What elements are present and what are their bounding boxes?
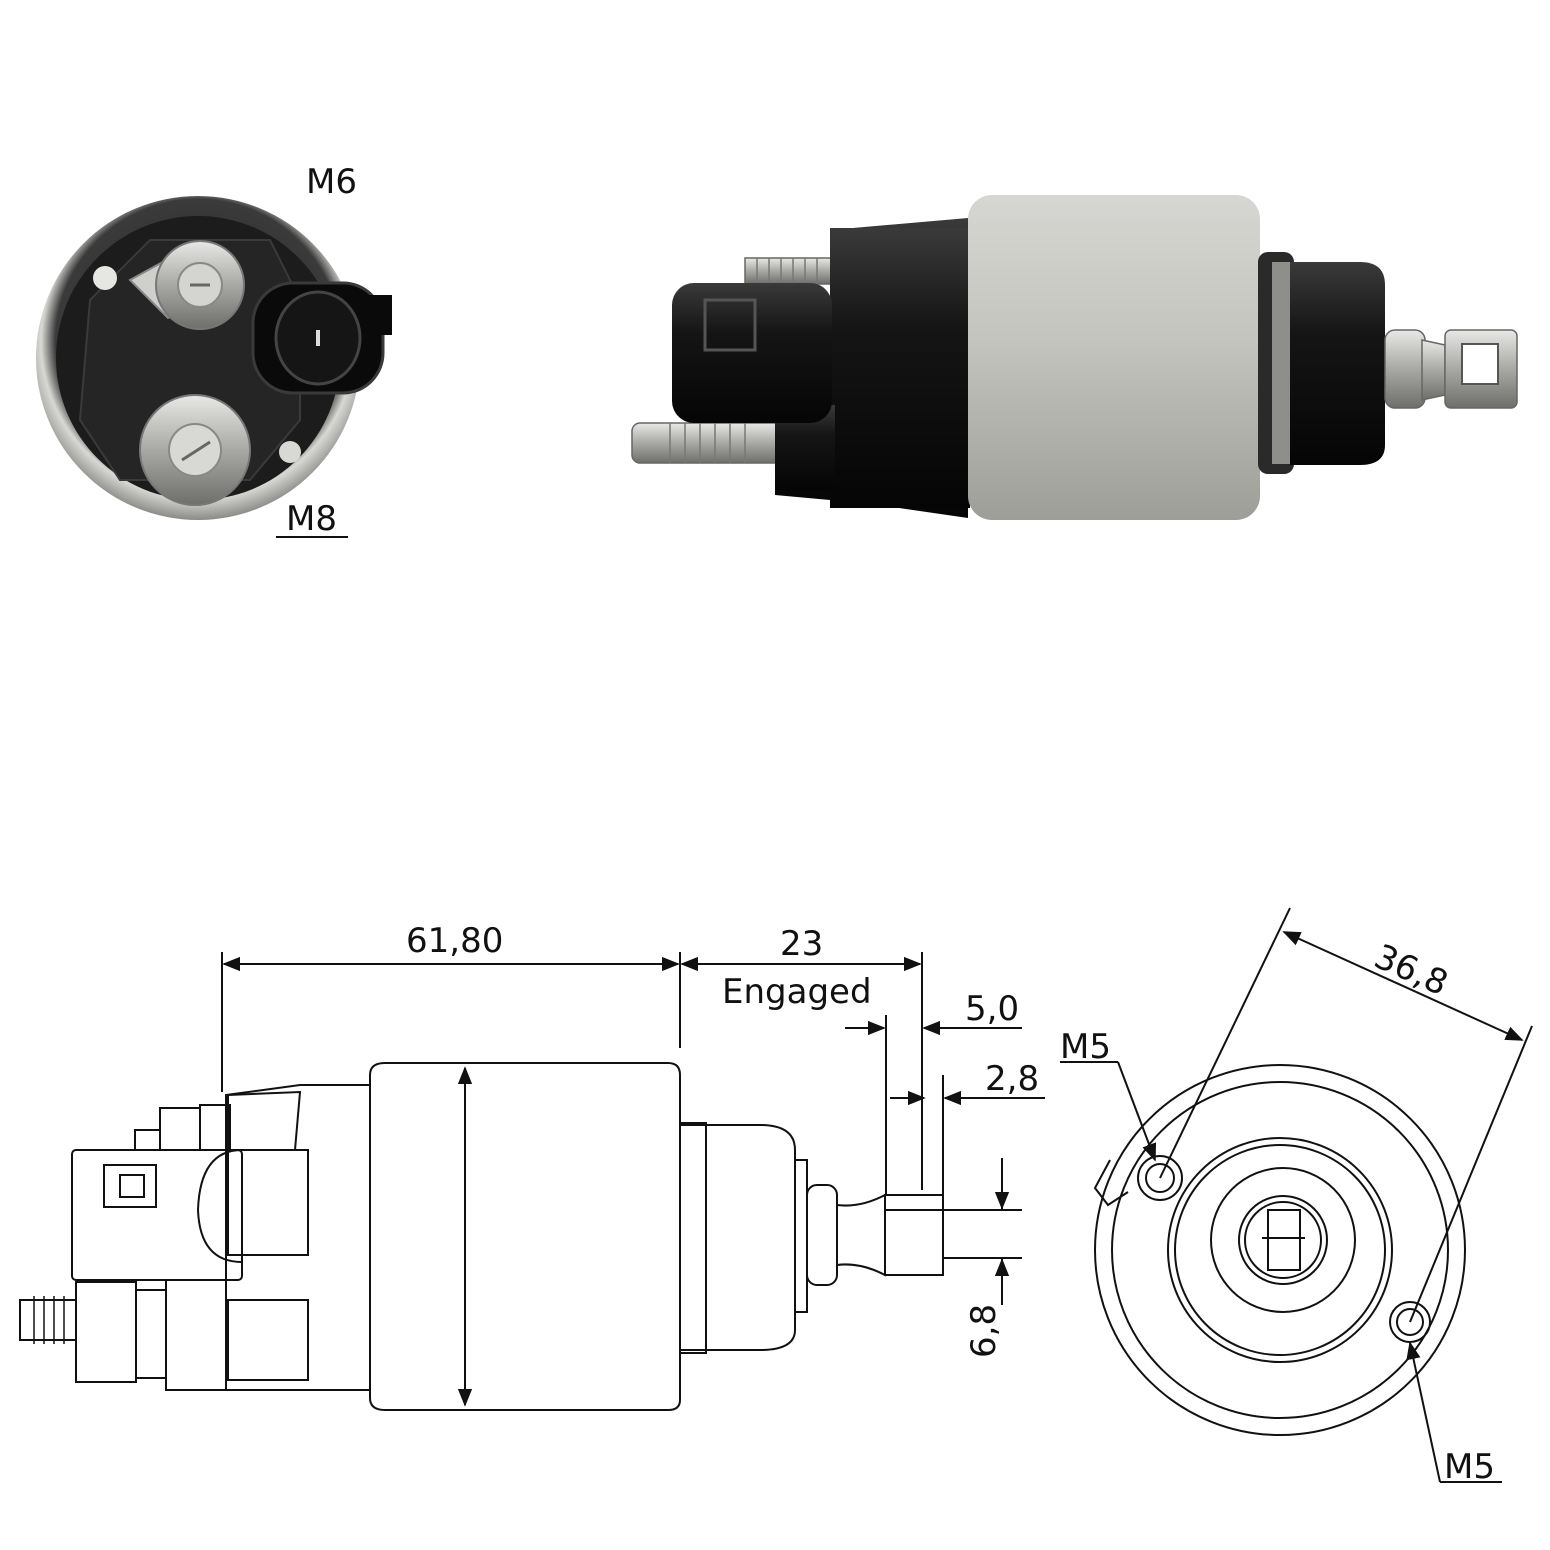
- plastic-housing-main: [830, 228, 970, 508]
- rear-cap-outline: [680, 1124, 796, 1351]
- solenoid-body: [968, 195, 1260, 520]
- label-m6: M6: [306, 162, 357, 202]
- hole-top: [1137, 1155, 1183, 1201]
- plunger-outline: [806, 1184, 838, 1286]
- leader-hole-top: [1117, 1061, 1157, 1162]
- bolt-outline: [19, 1299, 77, 1341]
- connector-plug: [251, 281, 392, 395]
- pin-mark: [93, 266, 117, 290]
- cap-circle: [1167, 1137, 1393, 1363]
- bottom-nut-outline: [75, 1281, 137, 1383]
- terminal-block-outline: [225, 1084, 371, 1391]
- photo-end-view: M6 M8: [36, 162, 392, 539]
- label-m5-top: M5: [1060, 1027, 1111, 1067]
- pin-mark: [279, 441, 301, 463]
- dim-tab-height-label: 6,8: [964, 1304, 1004, 1358]
- label-m8: M8: [286, 499, 337, 539]
- outer-circle: [1094, 1064, 1466, 1436]
- m8-terminal: [139, 394, 251, 506]
- photo-side-view: [631, 195, 1518, 520]
- boss-circle: [1210, 1167, 1356, 1313]
- rear-cap: [1290, 262, 1385, 465]
- drawing-side-view: [19, 952, 1045, 1411]
- body-outline: [369, 1062, 681, 1411]
- top-bolt: [744, 257, 836, 285]
- dim-stroke-label: 23: [780, 924, 823, 964]
- dim-thickness-label: 2,8: [985, 1059, 1039, 1099]
- label-m5-bottom: M5: [1444, 1447, 1495, 1487]
- top-nut-outline: [159, 1107, 201, 1151]
- plunger: [1384, 329, 1426, 409]
- dim-offset-label: 5,0: [965, 989, 1019, 1029]
- bottom-bolt: [631, 422, 783, 464]
- dim-stroke-note: Engaged: [722, 972, 872, 1012]
- dim-hole-spacing-label: 36,8: [1368, 937, 1453, 1004]
- dim-length-label: 61,80: [406, 921, 503, 961]
- drawing-end-view: [1060, 907, 1533, 1483]
- m6-terminal: [128, 240, 245, 330]
- leader-hole-bottom: [1406, 1341, 1441, 1483]
- tab-outline: [884, 1194, 944, 1276]
- dim-hole-spacing-arrow: [1282, 931, 1524, 1041]
- seal-outline: [679, 1122, 707, 1354]
- connector-side: [672, 283, 832, 423]
